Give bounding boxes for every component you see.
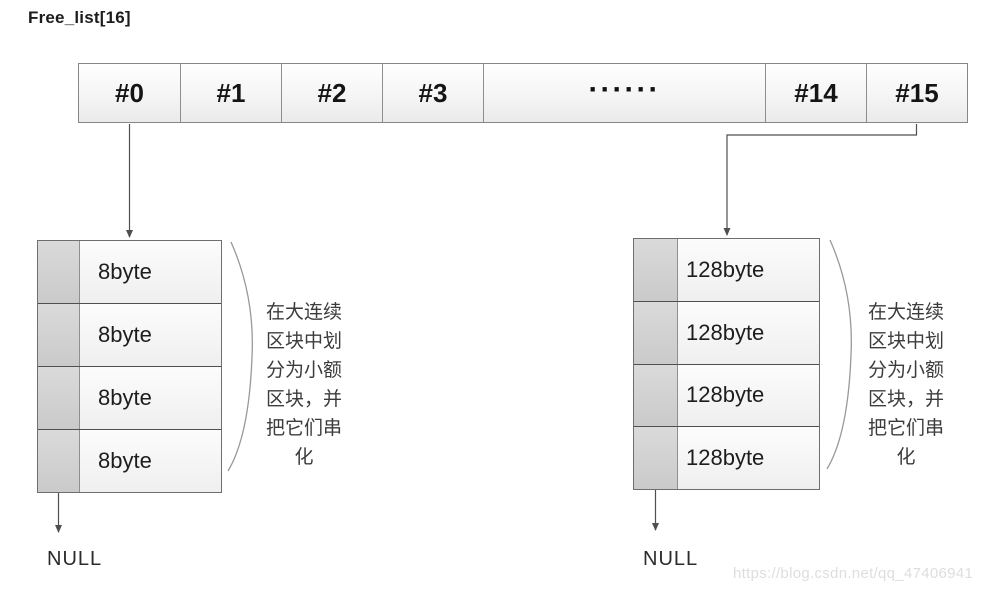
list-node: 128byte: [634, 363, 819, 427]
array-cell-3: #3: [382, 64, 483, 122]
list-node: 8byte: [38, 366, 221, 429]
node-value: 128byte: [678, 427, 819, 489]
node-pointer-cell: [38, 367, 80, 429]
null-label-right: NULL: [643, 548, 699, 570]
node-value: 8byte: [80, 430, 221, 492]
node-pointer-cell: [38, 304, 80, 366]
array-cell-15: #15: [866, 64, 967, 122]
arrow-slot15-to-128byte-list: [723, 124, 918, 236]
node-value: 8byte: [80, 241, 221, 303]
list-node: 128byte: [634, 239, 819, 301]
annotation-left: 在大连续区块中划分为小额区块，并把它们串化: [265, 302, 342, 468]
free-list-128byte: 128byte 128byte 128byte 128byte: [633, 238, 820, 490]
node-pointer-cell: [634, 301, 678, 364]
list-node: 8byte: [38, 241, 221, 303]
free-list-array: #0 #1 #2 #3 ······ #14 #15: [78, 63, 968, 123]
array-cell-2: #2: [281, 64, 382, 122]
right-brace: [826, 239, 852, 470]
array-cell-ellipsis: ······: [483, 64, 765, 122]
node-value: 8byte: [80, 304, 221, 366]
list-node: 8byte: [38, 429, 221, 492]
annotation-right: 在大连续区块中划分为小额区块，并把它们串化: [867, 302, 944, 468]
list-node: 8byte: [38, 303, 221, 366]
node-value: 128byte: [678, 239, 819, 301]
node-pointer-cell: [634, 239, 678, 301]
array-cell-1: #1: [180, 64, 281, 122]
node-pointer-cell: [634, 427, 678, 489]
node-value: 128byte: [678, 364, 819, 427]
diagram-title: Free_list[16]: [28, 8, 131, 27]
array-cell-0: #0: [79, 64, 180, 122]
node-pointer-cell: [634, 364, 678, 427]
left-brace: [227, 241, 253, 472]
null-label-left: NULL: [47, 548, 103, 570]
free-list-8byte: 8byte 8byte 8byte 8byte: [37, 240, 222, 493]
node-pointer-cell: [38, 430, 80, 492]
watermark: https://blog.csdn.net/qq_47406941: [733, 565, 974, 582]
node-pointer-cell: [38, 241, 80, 303]
node-value: 128byte: [678, 301, 819, 364]
list-node: 128byte: [634, 300, 819, 364]
node-value: 8byte: [80, 367, 221, 429]
array-cell-14: #14: [765, 64, 866, 122]
list-node: 128byte: [634, 426, 819, 489]
